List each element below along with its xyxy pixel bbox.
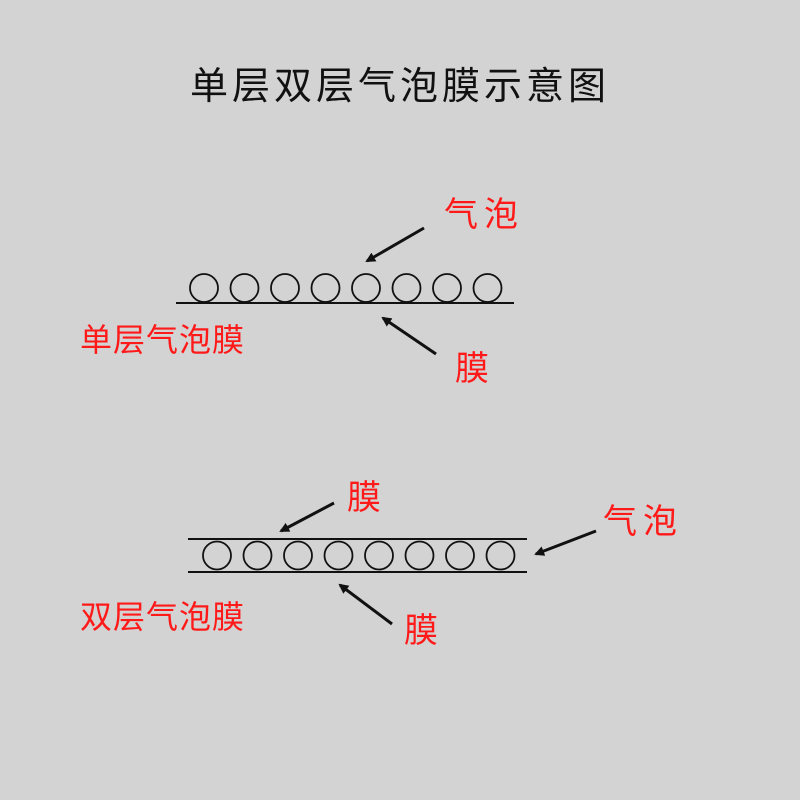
single-layer-label: 单层气泡膜: [80, 321, 246, 359]
double-layer-bubble-1: [202, 540, 232, 571]
double-layer-bubble-7: [445, 540, 475, 571]
double-layer-bubble-2: [242, 540, 273, 571]
double-layer-bubble-5: [364, 540, 394, 571]
single-layer-bubble-2: [229, 273, 260, 303]
double-bubble-arrow: [534, 529, 597, 556]
double-layer-film: [188, 501, 597, 626]
single-film-callout: 膜: [455, 349, 489, 389]
page-title: 单层双层气泡膜示意图: [189, 64, 610, 108]
double-bubble-callout: 气泡: [603, 502, 683, 542]
single-layer-bubble-1: [189, 273, 219, 303]
single-layer-bubble-8: [472, 273, 503, 303]
double-bottom-film-callout: 膜: [404, 611, 438, 651]
double-layer-bubble-4: [323, 540, 354, 571]
single-layer-bubble-4: [310, 273, 341, 303]
double-layer-bubble-row: [202, 540, 516, 571]
double-top-film-callout: 膜: [347, 478, 381, 518]
single-layer-bubble-6: [391, 273, 422, 303]
single-bubble-arrow: [365, 226, 425, 263]
double-layer-bubble-3: [283, 540, 313, 571]
double-layer-label: 双层气泡膜: [80, 598, 246, 636]
single-film-arrow: [381, 316, 437, 356]
double-bottom-film-arrow: [338, 583, 393, 626]
single-bubble-callout: 气泡: [444, 195, 524, 235]
double-layer-bubble-6: [404, 540, 435, 571]
single-layer-bubble-3: [270, 273, 300, 303]
single-layer-bubble-5: [351, 273, 381, 303]
single-layer-bubble-7: [432, 273, 462, 303]
double-layer-bubble-8: [485, 540, 516, 571]
single-layer-bubble-row: [189, 273, 503, 303]
double-top-film-arrow: [279, 501, 335, 533]
single-layer-film: [176, 226, 514, 356]
